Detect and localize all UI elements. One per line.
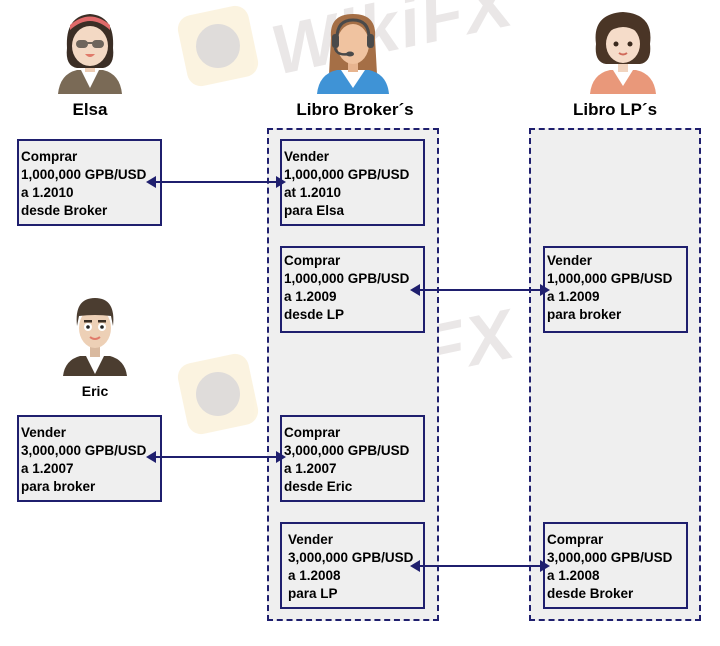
woman-curly-hair-avatar-icon: [590, 12, 656, 94]
order-price: a 1.2008: [288, 568, 341, 583]
order-action: Vender: [21, 425, 67, 440]
order-amount: 1,000,000 GPB/USD: [284, 271, 410, 286]
order-amount: 1,000,000 GPB/USD: [547, 271, 673, 286]
headset-agent-avatar-icon: [317, 14, 389, 94]
order-price: a 1.2009: [284, 289, 337, 304]
order-action: Vender: [547, 253, 593, 268]
order-box-lp-sell-broker: Vender 1,000,000 GPB/USD a 1.2009 para b…: [543, 246, 688, 333]
order-box-broker-sell-lp: Vender 3,000,000 GPB/USD a 1.2008 para L…: [280, 522, 425, 609]
order-box-lp-buy-broker: Comprar 3,000,000 GPB/USD a 1.2008 desde…: [543, 522, 688, 609]
order-box-broker-buy-lp: Comprar 1,000,000 GPB/USD a 1.2009 desde…: [280, 246, 425, 333]
order-counterparty: para Elsa: [284, 203, 345, 218]
order-counterparty: para broker: [547, 307, 622, 322]
order-box-eric-sell: Vender 3,000,000 GPB/USD a 1.2007 para b…: [17, 415, 162, 502]
order-box-broker-sell-elsa: Vender 1,000,000 GPB/USD at 1.2010 para …: [280, 139, 425, 226]
order-counterparty: para LP: [288, 586, 338, 601]
woman-sunglasses-avatar-icon: [58, 14, 122, 94]
arrow-eric-broker: [146, 451, 286, 463]
order-action: Vender: [288, 532, 334, 547]
order-price: a 1.2010: [21, 185, 74, 200]
order-action: Comprar: [284, 425, 341, 440]
order-action: Comprar: [547, 532, 604, 547]
column-title-lp-book: Libro LP´s: [572, 100, 658, 119]
order-action: Comprar: [21, 149, 78, 164]
order-action: Comprar: [284, 253, 341, 268]
order-amount: 3,000,000 GPB/USD: [21, 443, 147, 458]
order-box-broker-buy-eric: Comprar 3,000,000 GPB/USD a 1.2007 desde…: [280, 415, 425, 502]
order-price: at 1.2010: [284, 185, 342, 200]
party-name-eric: Eric: [81, 383, 109, 399]
order-counterparty: desde Broker: [21, 203, 108, 218]
order-counterparty: para broker: [21, 479, 96, 494]
order-amount: 3,000,000 GPB/USD: [288, 550, 414, 565]
order-counterparty: desde Broker: [547, 586, 634, 601]
order-amount: 3,000,000 GPB/USD: [284, 443, 410, 458]
column-title-broker-book: Libro Broker´s: [296, 100, 414, 119]
order-counterparty: desde LP: [284, 307, 345, 322]
arrow-elsa-broker: [146, 176, 286, 188]
order-box-elsa-buy: Comprar 1,000,000 GPB/USD a 1.2010 desde…: [17, 139, 162, 226]
watermark-logo-icon: [175, 3, 261, 89]
order-amount: 1,000,000 GPB/USD: [284, 167, 410, 182]
order-price: a 1.2007: [284, 461, 337, 476]
order-price: a 1.2007: [21, 461, 74, 476]
man-avatar-icon: [63, 298, 127, 376]
order-price: a 1.2008: [547, 568, 600, 583]
order-amount: 1,000,000 GPB/USD: [21, 167, 147, 182]
watermark-text: WikiFX: [264, 0, 521, 90]
order-counterparty: desde Eric: [284, 479, 353, 494]
watermark-logo-icon: [175, 351, 261, 437]
party-name-elsa: Elsa: [72, 100, 108, 119]
order-action: Vender: [284, 149, 330, 164]
order-amount: 3,000,000 GPB/USD: [547, 550, 673, 565]
order-price: a 1.2009: [547, 289, 600, 304]
